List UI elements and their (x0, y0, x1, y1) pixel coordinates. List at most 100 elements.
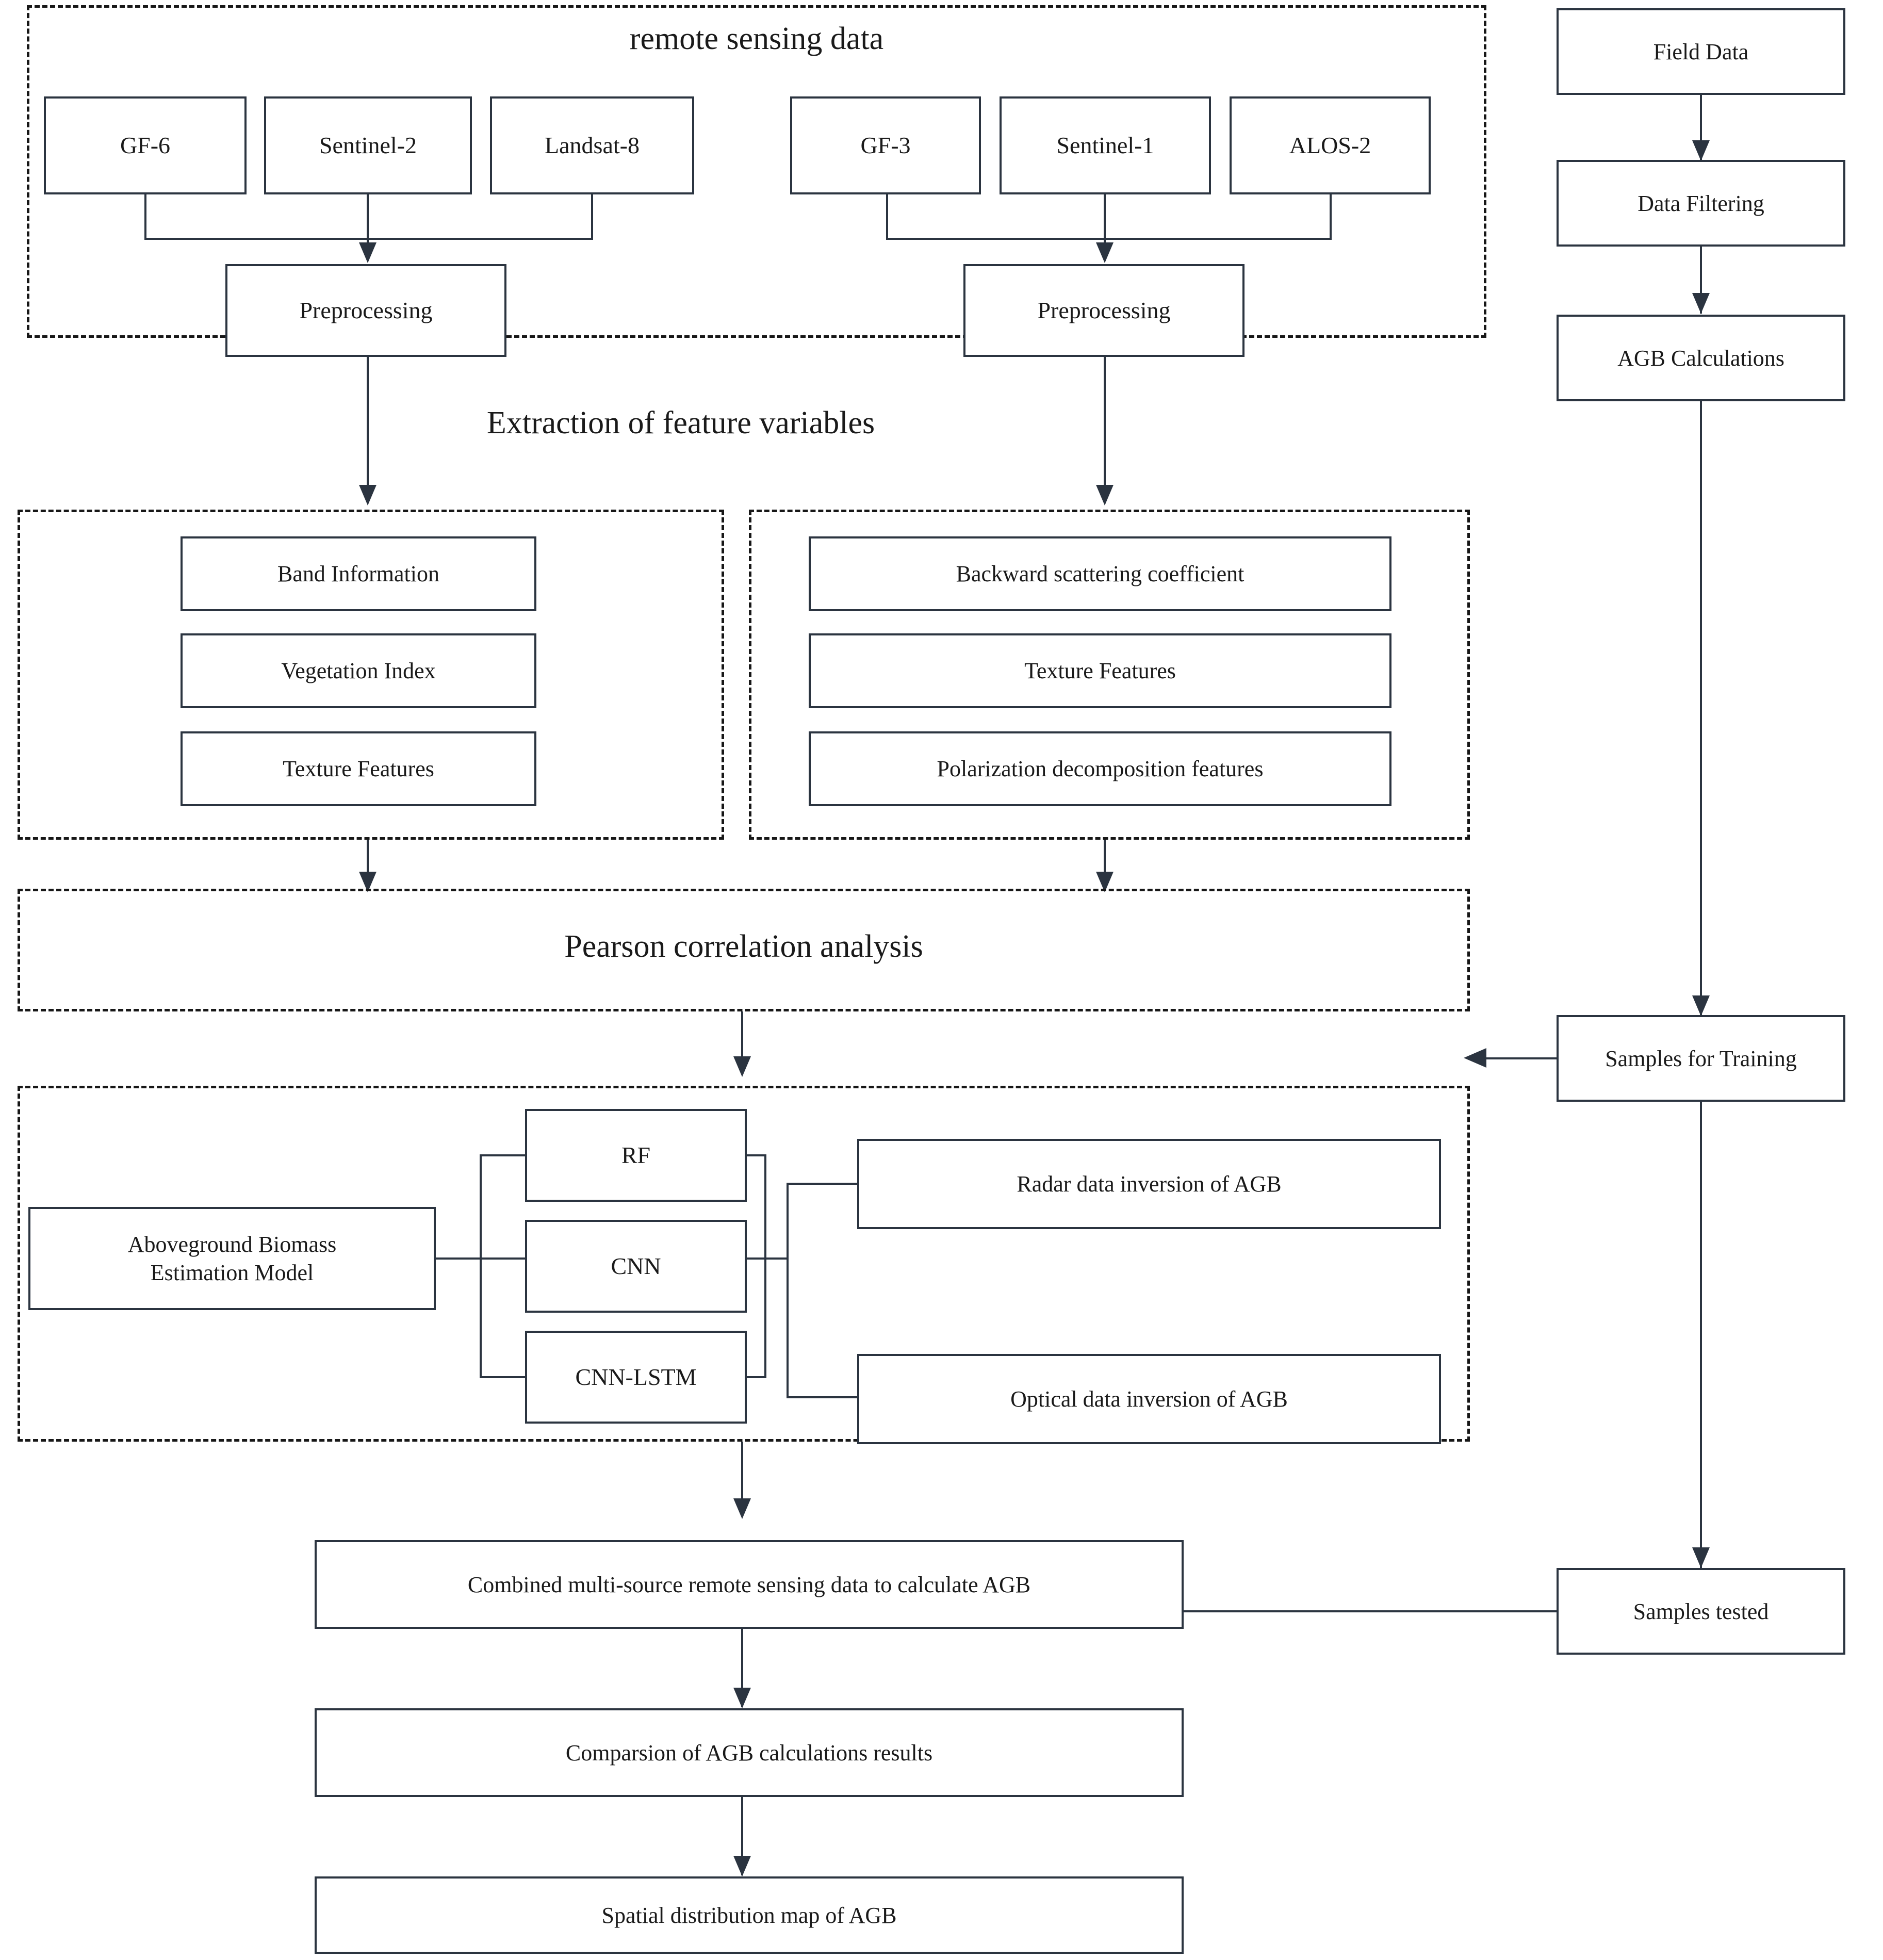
connector-agb-calc-down (1700, 401, 1702, 1015)
node-label: Aboveground Biomass Estimation Model (127, 1232, 337, 1285)
connector-sentinel1-down (1104, 194, 1106, 251)
node-label: Vegetation Index (281, 658, 436, 683)
connector-optical-preproc-down (367, 357, 369, 492)
arrow-pearson-to-model (733, 1056, 751, 1077)
node-label: CNN-LSTM (575, 1364, 697, 1391)
node-texture-features-optical[interactable]: Texture Features (181, 731, 536, 806)
node-polarization-decomposition-features[interactable]: Polarization decomposition features (809, 731, 1391, 806)
node-label: GF-6 (120, 132, 171, 159)
group-agb-estimation (18, 1086, 1470, 1442)
node-band-information[interactable]: Band Information (181, 536, 536, 611)
node-label: Data Filtering (1638, 190, 1764, 216)
connector-combined-down (741, 1629, 743, 1707)
node-gf-3[interactable]: GF-3 (790, 96, 981, 194)
connector-alos2-down (1330, 194, 1332, 240)
node-gf-6[interactable]: GF-6 (44, 96, 247, 194)
title-extraction-of-feature-variables: Extraction of feature variables (486, 405, 875, 440)
arrow-filtering-to-agb-calc (1692, 293, 1710, 314)
arrow-comparison-to-map (733, 1856, 751, 1876)
node-combined-multisource-agb[interactable]: Combined multi-source remote sensing dat… (315, 1540, 1184, 1629)
connector-bracket-to-rf (480, 1154, 527, 1156)
connector-bracket-to-optical-inversion (787, 1396, 859, 1398)
connector-optical-features-down (367, 840, 369, 886)
node-label: Combined multi-source remote sensing dat… (467, 1572, 1031, 1597)
arrow-field-to-filtering (1692, 140, 1710, 161)
connector-algo-stem (764, 1257, 788, 1260)
node-label: Polarization decomposition features (937, 756, 1264, 781)
connector-cnn-out (747, 1257, 766, 1260)
connector-radar-features-down (1104, 840, 1106, 886)
connector-bracket-to-cnnlstm (480, 1376, 527, 1378)
connector-gf6-down (144, 194, 146, 240)
node-label: Comparsion of AGB calculations results (565, 1740, 933, 1766)
connector-landsat-down (591, 194, 593, 240)
node-alos-2[interactable]: ALOS-2 (1230, 96, 1431, 194)
connector-cnnlstm-out (747, 1376, 766, 1378)
node-sentinel-2[interactable]: Sentinel-2 (264, 96, 472, 194)
node-label: ALOS-2 (1289, 132, 1371, 159)
title-remote-sensing-data: remote sensing data (629, 21, 884, 56)
node-label: Band Information (277, 561, 440, 586)
connector-pearson-down (741, 1011, 743, 1073)
connector-filtering-down (1700, 247, 1702, 314)
arrow-training-to-tested (1692, 1547, 1710, 1568)
node-agb-calculations[interactable]: AGB Calculations (1557, 315, 1845, 401)
node-backward-scattering-coefficient[interactable]: Backward scattering coefficient (809, 536, 1391, 611)
connector-bracket-to-radar-inversion (787, 1183, 859, 1185)
group-optical-features (18, 510, 724, 840)
node-label: Landsat-8 (545, 132, 640, 159)
node-label: Optical data inversion of AGB (1010, 1386, 1288, 1412)
node-sentinel-1[interactable]: Sentinel-1 (1000, 96, 1211, 194)
node-landsat-8[interactable]: Landsat-8 (490, 96, 694, 194)
node-label: Texture Features (283, 756, 434, 781)
node-samples-for-training[interactable]: Samples for Training (1557, 1015, 1845, 1102)
node-cnn[interactable]: CNN (525, 1220, 747, 1313)
connector-comparison-down (741, 1797, 743, 1875)
arrow-to-optical-preprocessing (359, 242, 376, 263)
arrow-training-to-model (1464, 1048, 1486, 1068)
node-preprocessing-radar[interactable]: Preprocessing (963, 264, 1245, 357)
group-remote-sensing-data (27, 5, 1486, 338)
node-label: Sentinel-1 (1056, 132, 1154, 159)
node-data-filtering[interactable]: Data Filtering (1557, 160, 1845, 247)
connector-model-block-down (741, 1442, 743, 1516)
node-label: Samples tested (1633, 1598, 1769, 1624)
connector-sentinel2-down (367, 194, 369, 251)
group-pearson-correlation (18, 889, 1470, 1011)
node-label: GF-3 (860, 132, 911, 159)
node-comparison-of-agb-results[interactable]: Comparsion of AGB calculations results (315, 1708, 1184, 1797)
node-radar-data-inversion-of-agb[interactable]: Radar data inversion of AGB (857, 1139, 1441, 1229)
node-label: Preprocessing (299, 297, 433, 324)
node-label: Radar data inversion of AGB (1017, 1171, 1282, 1197)
arrow-radar-features (1096, 485, 1114, 505)
node-texture-features-radar[interactable]: Texture Features (809, 633, 1391, 708)
node-rf[interactable]: RF (525, 1109, 747, 1202)
node-label: Spatial distribution map of AGB (601, 1902, 897, 1928)
node-preprocessing-optical[interactable]: Preprocessing (225, 264, 506, 357)
arrow-model-to-combined (733, 1498, 751, 1519)
connector-algo-out-vertical (764, 1154, 766, 1377)
node-spatial-distribution-map-of-agb[interactable]: Spatial distribution map of AGB (315, 1876, 1184, 1954)
connector-field-data-down (1700, 95, 1702, 162)
node-optical-data-inversion-of-agb[interactable]: Optical data inversion of AGB (857, 1354, 1441, 1444)
node-label: Samples for Training (1605, 1046, 1797, 1071)
connector-training-down (1700, 1102, 1702, 1569)
arrow-combined-to-comparison (733, 1688, 751, 1708)
node-label: AGB Calculations (1617, 345, 1784, 371)
connector-radar-preproc-down (1104, 357, 1106, 492)
node-label: CNN (611, 1253, 661, 1280)
node-field-data[interactable]: Field Data (1557, 8, 1845, 95)
node-label: Field Data (1653, 39, 1749, 64)
node-vegetation-index[interactable]: Vegetation Index (181, 633, 536, 708)
node-label: Texture Features (1024, 658, 1176, 683)
title-pearson-correlation-analysis: Pearson correlation analysis (564, 929, 923, 964)
node-cnn-lstm[interactable]: CNN-LSTM (525, 1331, 747, 1424)
node-label: Sentinel-2 (319, 132, 417, 159)
connector-rf-out (747, 1154, 766, 1156)
arrow-to-radar-preprocessing (1096, 242, 1114, 263)
node-aboveground-biomass-estimation-model[interactable]: Aboveground Biomass Estimation Model (28, 1207, 436, 1310)
node-samples-tested[interactable]: Samples tested (1557, 1568, 1845, 1655)
group-radar-features (749, 510, 1470, 840)
connector-inversion-bracket-vertical (787, 1183, 789, 1398)
